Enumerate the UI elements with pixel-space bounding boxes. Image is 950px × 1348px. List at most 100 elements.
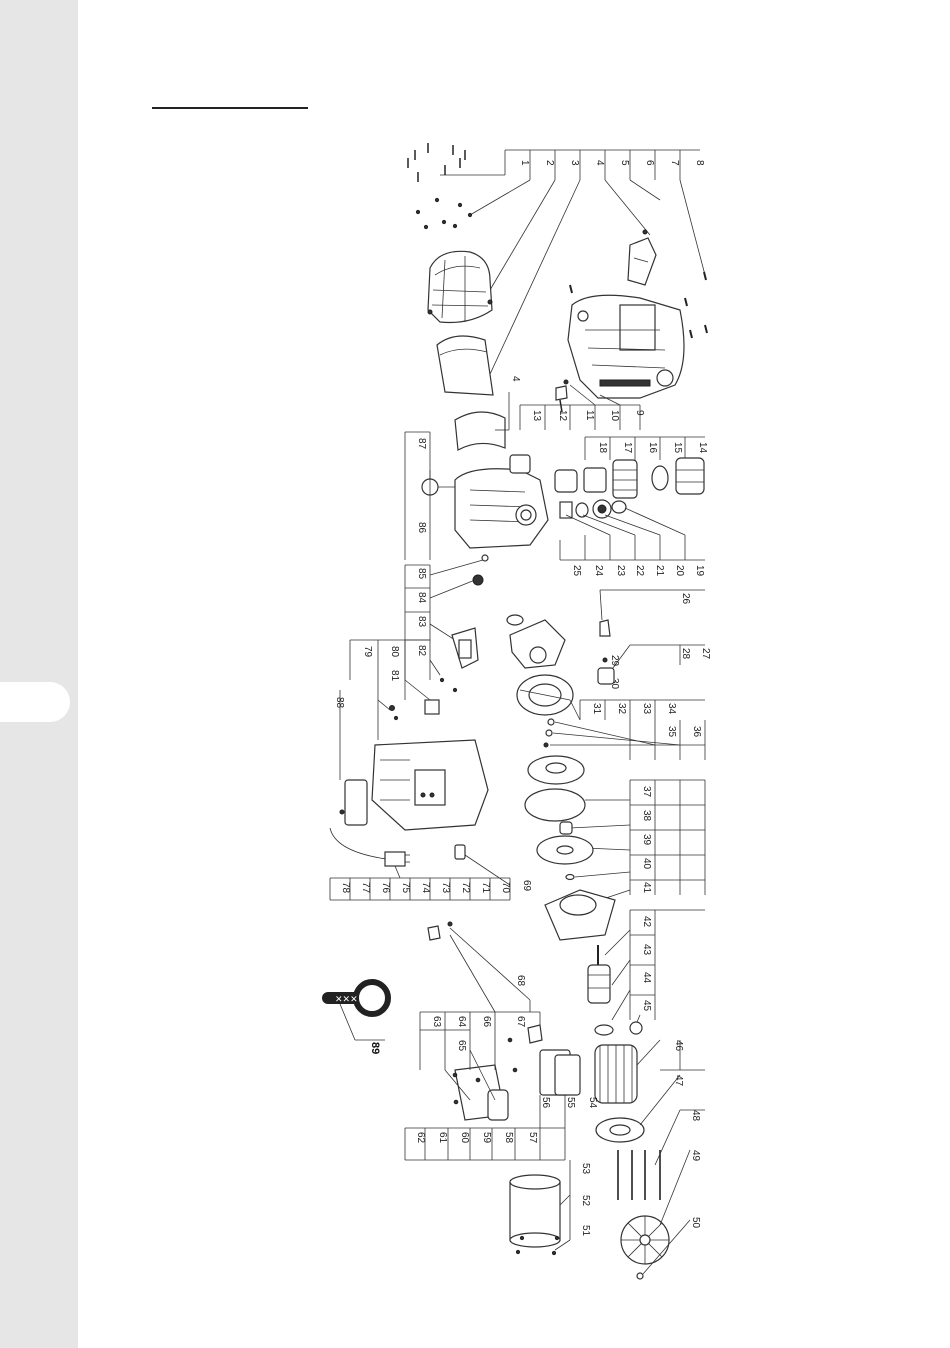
callout-6: 6: [644, 160, 655, 166]
callout-80: 80: [389, 646, 400, 658]
part-clip: [600, 620, 610, 636]
callout-66: 66: [481, 1016, 492, 1028]
callout-47: 47: [673, 1075, 684, 1087]
callout-44: 44: [641, 972, 652, 984]
callout-box-86-87: [405, 432, 430, 560]
callout-strip-35-36: [550, 720, 705, 760]
part-curved-cover: [455, 412, 505, 450]
part-seal: [560, 822, 572, 834]
callout-53: 53: [580, 1163, 591, 1175]
part-o-ring: [507, 615, 523, 625]
callout-26: 26: [680, 593, 691, 605]
callout-7: 7: [669, 160, 680, 166]
callout-72: 72: [460, 882, 471, 894]
callout-40: 40: [641, 858, 652, 870]
callout-4a: 4: [594, 160, 605, 166]
part-fan-cover: [510, 1175, 560, 1255]
callout-34: 34: [666, 703, 677, 715]
callout-64: 64: [456, 1016, 467, 1028]
callout-59: 59: [481, 1132, 492, 1144]
callout-4b: 4: [510, 376, 521, 382]
leader-3: [490, 180, 555, 290]
callout-76: 76: [380, 882, 391, 894]
callout-38: 38: [641, 810, 652, 822]
callout-8: 8: [694, 160, 705, 166]
callout-89: 89: [369, 1042, 381, 1054]
callout-37: 37: [641, 786, 652, 798]
callout-3: 3: [569, 160, 580, 166]
callout-strip-37-41: [570, 780, 705, 900]
callout-20: 20: [674, 565, 685, 577]
callout-62: 62: [415, 1132, 426, 1144]
leader-5: [605, 180, 650, 235]
callout-88: 88: [334, 697, 345, 709]
callout-18: 18: [597, 442, 608, 454]
callout-85: 85: [416, 568, 427, 580]
part-filter-wrench: ✕✕✕: [322, 982, 388, 1014]
callout-22: 22: [634, 565, 645, 577]
callout-25: 25: [571, 565, 582, 577]
callout-28: 28: [680, 648, 691, 660]
callout-2: 2: [544, 160, 555, 166]
callout-45: 45: [641, 1000, 652, 1012]
callout-54: 54: [587, 1097, 598, 1109]
callout-33: 33: [641, 703, 652, 715]
leader-8: [680, 180, 705, 275]
callout-15: 15: [672, 442, 683, 454]
callout-9: 9: [634, 410, 645, 416]
callout-42: 42: [641, 916, 652, 928]
callout-82: 82: [416, 645, 427, 657]
callout-35: 35: [666, 726, 677, 738]
part-tie-rods: [618, 1150, 660, 1200]
part-strain-relief: [455, 845, 465, 859]
part-washer-32: [548, 719, 554, 725]
callout-49: 49: [690, 1150, 701, 1162]
callout-63: 63: [431, 1016, 442, 1028]
callout-65: 65: [456, 1040, 467, 1052]
callout-48: 48: [690, 1110, 701, 1122]
part-rotor: [588, 965, 610, 1003]
part-o-ring-small: [482, 555, 488, 561]
callout-17: 17: [622, 442, 633, 454]
part-screws: [408, 143, 465, 182]
part-valve-stack: [560, 500, 626, 518]
callout-84: 84: [416, 592, 427, 604]
callout-19: 19: [694, 565, 705, 577]
callout-46: 46: [673, 1040, 684, 1052]
callout-75: 75: [400, 882, 411, 894]
part-terminal-box: [540, 1050, 580, 1095]
part-front-panel: [340, 780, 367, 825]
callout-79: 79: [362, 646, 373, 658]
part-o-ring-large: [525, 789, 585, 821]
part-ball: [473, 575, 483, 585]
callout-87: 87: [416, 438, 427, 450]
part-bearing: [630, 1022, 642, 1034]
callout-86: 86: [416, 522, 427, 534]
part-pcb: [425, 700, 439, 714]
callout-55: 55: [565, 1097, 576, 1109]
callout-70: 70: [500, 882, 511, 894]
callout-57: 57: [527, 1132, 538, 1144]
part-stator: [595, 1045, 637, 1103]
part-pump-body: [422, 455, 548, 548]
part-circlip: [637, 1273, 643, 1279]
callout-71: 71: [480, 882, 491, 894]
callout-77: 77: [360, 882, 371, 894]
leader-2: [470, 180, 530, 215]
callout-78: 78: [340, 882, 351, 894]
callout-83: 83: [416, 616, 427, 628]
svg-text:✕✕✕: ✕✕✕: [335, 994, 358, 1004]
callout-1: 1: [519, 160, 530, 166]
callout-74: 74: [420, 882, 431, 894]
part-washer-33: [546, 730, 552, 736]
callout-12: 12: [557, 410, 568, 422]
callout-43: 43: [641, 944, 652, 956]
callout-10: 10: [609, 410, 620, 422]
callout-60: 60: [459, 1132, 470, 1144]
callout-56: 56: [540, 1097, 551, 1109]
callout-41: 41: [641, 882, 652, 894]
part-seal-ring: [566, 875, 574, 880]
part-pressure-switch: [598, 668, 614, 684]
callout-67: 67: [515, 1016, 526, 1028]
